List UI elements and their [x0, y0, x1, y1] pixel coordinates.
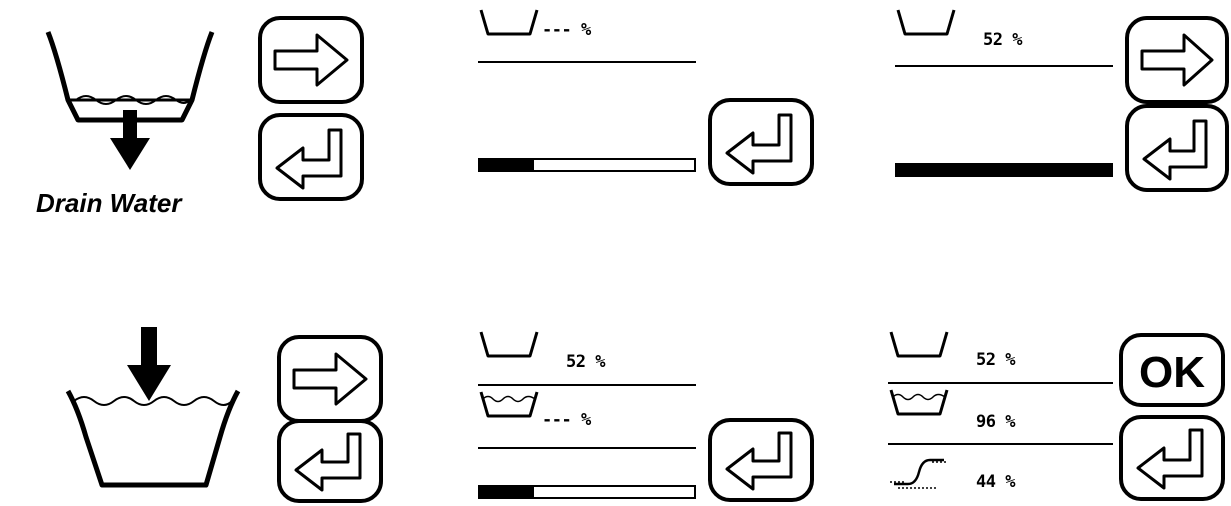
divider [888, 443, 1113, 445]
divider [888, 382, 1113, 384]
drain-screen-1: --- % [478, 8, 818, 183]
return-icon [708, 418, 814, 502]
next-button[interactable] [1124, 15, 1230, 105]
arrow-right-icon [258, 16, 364, 104]
divider [478, 384, 696, 386]
slope-curve-icon [888, 452, 950, 492]
full-level-value: --- % [542, 410, 591, 430]
fill-basin-icon [60, 325, 245, 495]
divider [895, 65, 1113, 67]
empty-tub-icon [478, 330, 540, 366]
next-button[interactable] [257, 15, 365, 105]
drain-basin-icon [40, 28, 220, 178]
progress-fill [480, 160, 534, 170]
return-icon [277, 419, 383, 503]
drain-water-caption: Drain Water [36, 188, 182, 218]
arrow-right-icon [277, 335, 383, 423]
back-button[interactable] [276, 418, 384, 504]
back-button[interactable] [707, 417, 815, 503]
progress-fill [897, 165, 1111, 175]
back-button[interactable] [707, 97, 815, 187]
return-icon [258, 113, 364, 201]
drain-screen-2: 52 % [895, 8, 1120, 183]
back-button[interactable] [1118, 414, 1226, 502]
progress-fill [480, 487, 534, 497]
full-level-value: 96 % [976, 412, 1015, 432]
water-tub-icon [478, 388, 540, 424]
empty-tub-icon [895, 8, 957, 44]
back-button[interactable] [257, 112, 365, 202]
empty-level-value: 52 % [976, 350, 1015, 370]
ok-label: OK [1139, 348, 1205, 397]
return-icon [1119, 415, 1225, 501]
return-icon [708, 98, 814, 186]
return-icon [1125, 104, 1229, 192]
slope-value: 44 % [976, 472, 1015, 492]
next-button[interactable] [276, 334, 384, 424]
fill-screen-2: 52 % 96 % 44 % [888, 330, 1113, 506]
water-tub-icon [888, 386, 950, 422]
arrow-right-icon [1125, 16, 1229, 104]
fill-screen-1: 52 % --- % [478, 330, 703, 506]
drain-progress-bar [895, 163, 1113, 177]
divider [478, 447, 696, 449]
fill-progress-bar [478, 485, 696, 499]
drain-progress-bar [478, 158, 696, 172]
ok-button[interactable]: OK [1118, 332, 1226, 408]
empty-tub-icon [478, 8, 540, 44]
empty-level-value: 52 % [983, 30, 1022, 50]
empty-level-value: 52 % [566, 352, 605, 372]
back-button[interactable] [1124, 103, 1230, 193]
empty-tub-icon [888, 330, 950, 366]
divider [478, 61, 696, 63]
ok-icon: OK [1119, 333, 1225, 407]
empty-level-value: --- % [542, 20, 591, 40]
